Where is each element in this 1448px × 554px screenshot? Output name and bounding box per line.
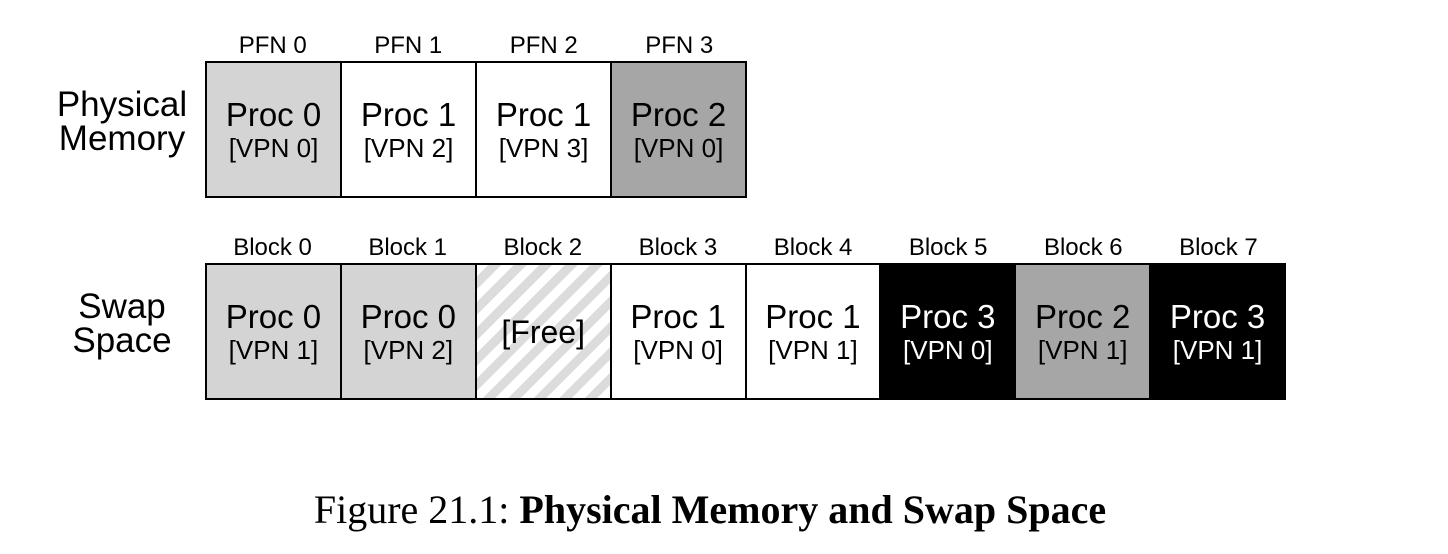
swap-space-label: Swap Space [72, 287, 172, 360]
swap-block-cell: Proc 1[VPN 1] [746, 265, 882, 398]
swap-block-cell-vpn: [VPN 2] [363, 334, 454, 365]
swap-block-cell-proc: [Free] [501, 313, 585, 350]
pfn-cell: Proc 1[VPN 2] [342, 63, 477, 196]
pfn-cell-proc: Proc 2 [630, 95, 727, 133]
pfn-header: PFN 3 [645, 32, 714, 59]
swap-block-cell: Proc 3[VPN 0] [881, 265, 1017, 398]
pfn-cell-vpn: [VPN 0] [633, 132, 724, 163]
swap-block-cell-proc: Proc 3 [900, 297, 996, 335]
swap-block-cell: Proc 1[VPN 0] [611, 265, 747, 398]
swap-space-headers: Block 0 Block 1 Block 2 Block 3 Block 4 Block… [205, 234, 1286, 262]
swap-block-header: Block 7 [1179, 234, 1258, 261]
swap-block-header: Block 3 [638, 234, 718, 261]
swap-block-cell-vpn: [VPN 0] [903, 334, 993, 365]
pfn-cell-vpn: [VPN 3] [498, 132, 589, 163]
swap-block-cell-proc: Proc 0 [225, 297, 322, 335]
swap-block-cell: Proc 0[VPN 2] [341, 265, 477, 398]
pfn-cell-vpn: [VPN 2] [363, 132, 454, 163]
swap-block-cell-vpn: [VPN 1] [228, 334, 319, 365]
caption-title: Physical Memory and Swap Space [519, 487, 1107, 532]
swap-block-cell-proc: Proc 2 [1035, 297, 1131, 335]
swap-block-cell-proc: Proc 0 [360, 297, 456, 335]
pfn-header: PFN 0 [238, 32, 307, 59]
pfn-cell: Proc 1[VPN 3] [477, 63, 612, 196]
swap-block-cell: Proc 3[VPN 1] [1151, 265, 1284, 398]
pfn-cell-proc: Proc 1 [360, 95, 457, 133]
swap-block-header: Block 4 [773, 234, 853, 261]
physical-memory-headers: PFN 0 PFN 1 PFN 2 PFN 3 [205, 32, 747, 60]
pfn-header: PFN 2 [509, 32, 578, 59]
physical-memory-strip: Proc 0[VPN 0]Proc 1[VPN 2]Proc 1[VPN 3]P… [205, 61, 747, 198]
swap-block-header: Block 1 [368, 234, 448, 261]
swap-block-cell: Proc 2[VPN 1] [1016, 265, 1152, 398]
pfn-cell-proc: Proc 0 [225, 95, 322, 133]
pfn-cell-proc: Proc 1 [495, 95, 592, 133]
swap-block-cell-vpn: [VPN 1] [1172, 334, 1263, 365]
swap-block-cell-proc: Proc 3 [1169, 297, 1266, 335]
swap-block-header: Block 5 [908, 234, 988, 261]
swap-block-header: Block 2 [503, 234, 583, 261]
swap-block-cell: [Free] [476, 265, 612, 398]
caption-prefix: Figure 21.1: [313, 487, 520, 532]
pfn-cell-vpn: [VPN 0] [228, 132, 319, 163]
swap-block-cell: Proc 0[VPN 1] [207, 265, 342, 398]
swap-block-cell-proc: Proc 1 [630, 297, 726, 335]
pfn-cell: Proc 2[VPN 0] [612, 63, 745, 196]
swap-block-cell-vpn: [VPN 0] [633, 334, 723, 365]
swap-block-header: Block 6 [1043, 234, 1123, 261]
figure-caption: Figure 21.1: Physical Memory and Swap Sp… [0, 486, 1420, 534]
pfn-cell: Proc 0[VPN 0] [207, 63, 342, 196]
swap-block-cell-proc: Proc 1 [765, 297, 861, 335]
swap-space-strip: Proc 0[VPN 1]Proc 0[VPN 2][Free]Proc 1[V… [205, 263, 1286, 400]
swap-block-cell-vpn: [VPN 1] [1037, 334, 1128, 365]
swap-block-header: Block 0 [233, 234, 312, 261]
pfn-header: PFN 1 [374, 32, 443, 59]
swap-block-cell-vpn: [VPN 1] [768, 334, 858, 365]
physical-memory-label: Physical Memory [56, 85, 188, 158]
